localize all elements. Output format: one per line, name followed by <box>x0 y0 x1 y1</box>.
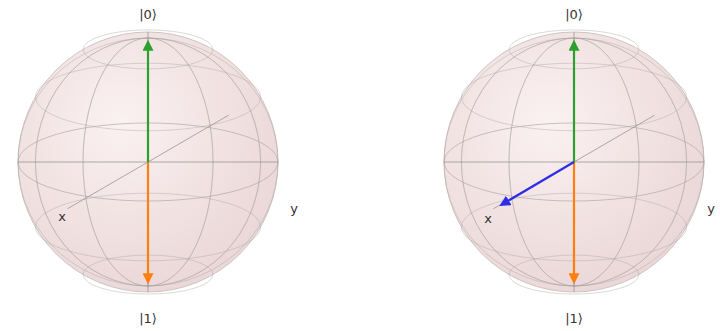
axis-label: |1⟩ <box>565 312 583 325</box>
state-arrow <box>573 42 575 162</box>
axis-label: |0⟩ <box>565 8 583 21</box>
state-arrow <box>501 162 574 205</box>
axis-label: x <box>484 212 492 225</box>
axis-label: |0⟩ <box>139 8 157 21</box>
bloch-sphere <box>18 30 278 294</box>
axis-label: y <box>707 202 715 215</box>
state-arrow <box>147 162 149 282</box>
axis-label: |1⟩ <box>139 312 157 325</box>
axis-label: y <box>290 202 298 215</box>
state-arrow <box>147 42 149 162</box>
bloch-sphere <box>444 30 704 294</box>
axis-label: x <box>58 210 66 223</box>
state-arrow <box>573 162 575 282</box>
